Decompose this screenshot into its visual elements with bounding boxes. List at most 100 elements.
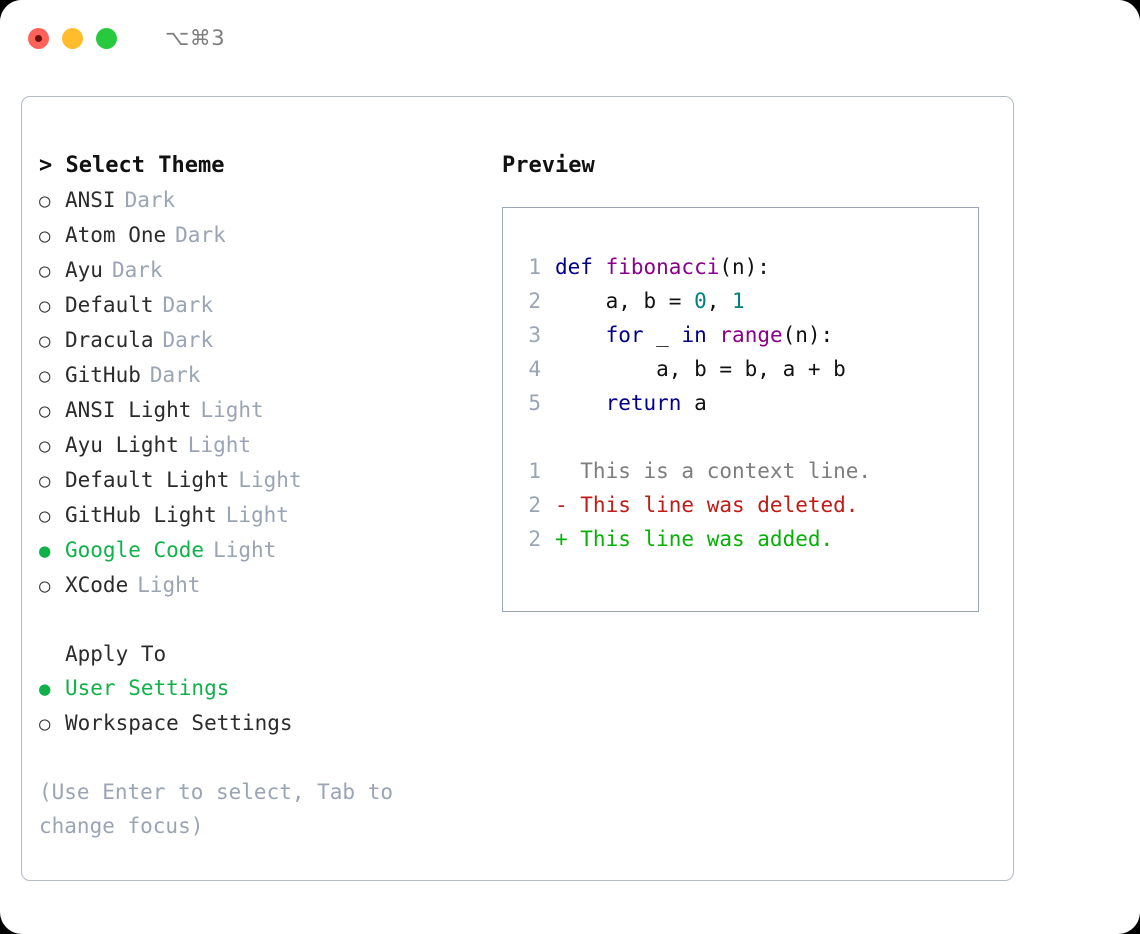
theme-option-label: Default Light [65,468,230,492]
code-line-number: 2 [528,289,541,313]
diff-line-text: - This line was deleted. [555,493,859,517]
theme-option-label: GitHub Light [65,503,217,527]
traffic-lights [28,27,117,49]
radio-unselected-icon: ○ [39,435,51,457]
diff-line-number: 2 [528,527,541,551]
code-line-number: 5 [528,391,541,415]
theme-option-label: Google Code [65,538,205,562]
keyboard-hint: (Use Enter to select, Tab to change focu… [39,780,394,838]
code-token-kw: for [605,323,644,347]
apply-to-option-label: User Settings [65,676,230,700]
theme-option-label: Dracula [65,328,154,352]
hint-spacer [39,741,489,775]
code-line: 4 a, b = b, a + b [503,352,978,386]
code-token-pl: , [706,289,733,313]
code-token-fn: fibonacci [605,255,720,279]
theme-option-default-light[interactable]: ○ Default Light Light [39,463,489,498]
radio-unselected-icon: ○ [39,260,51,282]
theme-option-dracula[interactable]: ○ Dracula Dark [39,323,489,358]
theme-option-kind: Dark [162,293,214,317]
radio-selected-icon: ● [39,540,51,562]
page-title-text: Select Theme [65,153,225,178]
radio-selected-icon: ● [39,678,51,700]
diff-line-add: 2 + This line was added. [503,522,978,556]
radio-unselected-icon: ○ [39,365,51,387]
close-button-icon[interactable] [28,27,49,49]
apply-to-list: ● User Settings ○ Workspace Settings [39,671,489,741]
code-token-pl: a [681,391,707,415]
theme-option-kind: Dark [175,223,226,247]
radio-unselected-icon: ○ [39,575,51,597]
keyboard-shortcut-label: ⌥⌘3 [165,26,226,50]
code-token-num: 1 [732,289,745,313]
diff-line-number: 1 [528,459,541,483]
theme-option-ansi[interactable]: ○ ANSI Dark [39,183,489,218]
code-token-fn: range [719,323,783,347]
code-token-pl [555,323,606,347]
theme-option-label: XCode [65,573,129,597]
minimize-button-icon[interactable] [62,27,83,49]
close-dot-icon [35,34,42,42]
radio-unselected-icon: ○ [39,225,51,247]
code-token-pl: a, b = [555,289,695,313]
theme-option-kind: Light [225,503,289,527]
code-line: 2 a, b = 0, 1 [503,284,978,318]
code-token-pl: _ [643,323,682,347]
diff-line-text: This is a context line. [555,459,872,483]
theme-option-kind: Dark [149,363,201,387]
title-bar: ⌥⌘3 [0,0,1140,76]
radio-unselected-icon: ○ [39,713,51,735]
theme-option-kind: Dark [162,328,214,352]
theme-option-kind: Dark [124,188,176,212]
code-diff-spacer [503,420,978,454]
theme-option-kind: Light [187,433,252,457]
code-token-pl: a, b = b, a + b [555,357,846,381]
theme-option-label: Ayu [65,258,103,282]
code-token-kw: return [605,391,682,415]
radio-unselected-icon: ○ [39,295,51,317]
theme-option-kind: Light [238,468,302,492]
apply-to-option-label: Workspace Settings [65,711,293,735]
theme-option-github-light[interactable]: ○ GitHub Light Light [39,498,489,533]
theme-option-label: GitHub [65,363,141,387]
code-line-text: a, b = b, a + b [555,352,846,386]
code-line-number: 4 [528,357,541,381]
code-line-text: for _ in range(n): [555,318,834,352]
diff-line-text: + This line was added. [555,527,834,551]
radio-unselected-icon: ○ [39,470,51,492]
code-line-number: 1 [528,255,541,279]
preview-title: Preview [502,153,595,178]
code-token-pl [555,391,606,415]
code-token-num: 0 [694,289,707,313]
code-line-text: a, b = 0, 1 [555,284,745,318]
radio-unselected-icon: ○ [39,400,51,422]
apply-to-option-workspace-settings[interactable]: ○ Workspace Settings [39,706,489,741]
radio-unselected-icon: ○ [39,190,51,212]
zoom-button-icon[interactable] [96,27,117,49]
radio-unselected-icon: ○ [39,330,51,352]
code-token-kw: def [555,255,606,279]
code-line: 3 for _ in range(n): [503,318,978,352]
diff-sample: 1 This is a context line. 2 - This line wa… [503,454,978,556]
radio-unselected-icon: ○ [39,505,51,527]
theme-option-github[interactable]: ○ GitHub Dark [39,358,489,393]
code-token-kw: in [681,323,707,347]
theme-option-label: ANSI [65,188,116,212]
apply-to-option-user-settings[interactable]: ● User Settings [39,671,489,706]
